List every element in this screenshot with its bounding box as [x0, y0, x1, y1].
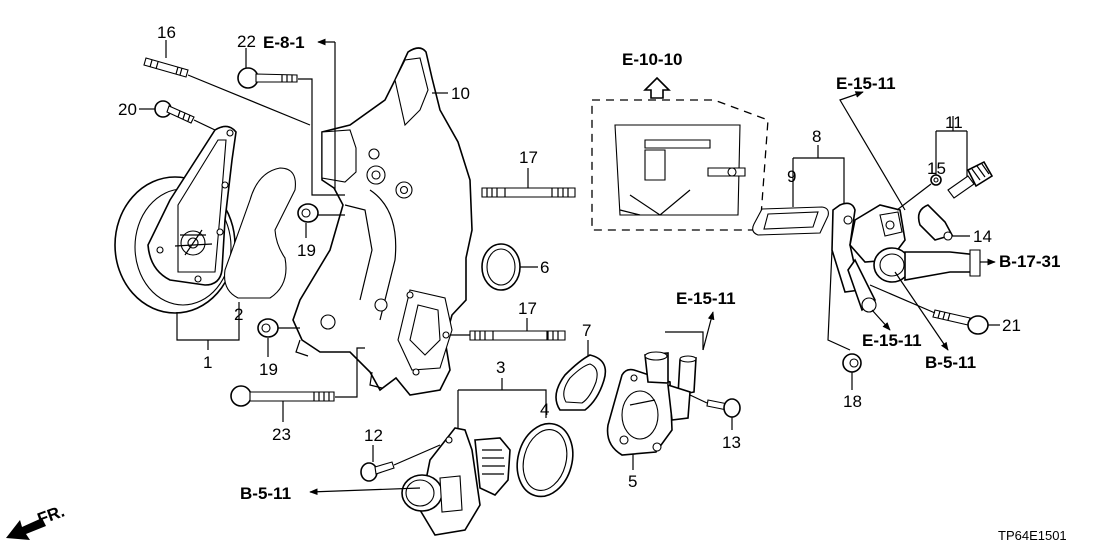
- stud-bolt-part[interactable]: [143, 57, 189, 78]
- o-ring-6-part[interactable]: [481, 243, 521, 291]
- front-indicator-label: FR.: [35, 502, 67, 529]
- reference-e-8-1[interactable]: E-8-1: [263, 33, 305, 52]
- flange-bolt-22-part[interactable]: [237, 67, 298, 89]
- stud-17a-part[interactable]: [481, 187, 576, 198]
- part-number-19a[interactable]: 19: [297, 241, 316, 260]
- part-number-16[interactable]: 16: [157, 23, 176, 42]
- gasket-7-part[interactable]: [555, 354, 607, 411]
- pump-bracket-part[interactable]: [292, 47, 473, 396]
- part-number-20[interactable]: 20: [118, 100, 137, 119]
- part-number-15[interactable]: 15: [927, 159, 946, 178]
- part-number-1[interactable]: 1: [203, 353, 212, 372]
- part-number-18[interactable]: 18: [843, 392, 862, 411]
- flange-bolt-20-part[interactable]: [154, 100, 195, 124]
- thermostat-housing-5-part[interactable]: [606, 351, 697, 456]
- part-number-23[interactable]: 23: [272, 425, 291, 444]
- o-ring-4-part[interactable]: [509, 417, 580, 502]
- reference-e-15-11-right[interactable]: E-15-11: [862, 331, 922, 350]
- flange-bolt-21-part[interactable]: [932, 309, 989, 335]
- front-direction-arrow-icon: [6, 518, 46, 540]
- part-number-5[interactable]: 5: [628, 472, 637, 491]
- reference-b-17-31[interactable]: B-17-31: [999, 252, 1060, 271]
- flange-nut-19b-part[interactable]: [257, 318, 279, 338]
- flange-nut-19a-part[interactable]: [297, 203, 319, 223]
- diagram-code: TP64E1501: [998, 528, 1067, 543]
- reference-e-15-11-top[interactable]: E-15-11: [836, 74, 896, 93]
- part-number-10[interactable]: 10: [451, 84, 470, 103]
- reference-e-10-10[interactable]: E-10-10: [622, 50, 682, 69]
- part-number-22[interactable]: 22: [237, 32, 256, 51]
- part-number-2[interactable]: 2: [234, 305, 243, 324]
- part-number-21[interactable]: 21: [1002, 316, 1021, 335]
- water-outlet-housing-8-part[interactable]: [831, 202, 981, 313]
- part-number-4[interactable]: 4: [540, 400, 549, 419]
- part-number-3[interactable]: 3: [496, 358, 505, 377]
- flange-bolt-12-part[interactable]: [360, 461, 395, 482]
- part-number-7[interactable]: 7: [582, 321, 591, 340]
- reference-b-5-11-left[interactable]: B-5-11: [240, 484, 291, 503]
- engine-block-reference-view: [591, 99, 769, 231]
- thermostat-3-part[interactable]: [401, 427, 511, 536]
- part-number-13[interactable]: 13: [722, 433, 741, 452]
- part-number-17b[interactable]: 17: [518, 299, 537, 318]
- part-number-8[interactable]: 8: [812, 127, 821, 146]
- part-number-6[interactable]: 6: [540, 258, 549, 277]
- temperature-sensor-11-part[interactable]: [947, 160, 994, 199]
- plug-14-part[interactable]: [917, 204, 954, 241]
- stud-17b-part[interactable]: [469, 330, 566, 341]
- flange-nut-18-part[interactable]: [842, 353, 862, 373]
- part-number-14[interactable]: 14: [973, 227, 992, 246]
- long-bolt-23-part[interactable]: [230, 385, 335, 407]
- flange-bolt-13-part[interactable]: [706, 398, 741, 418]
- part-number-19b[interactable]: 19: [259, 360, 278, 379]
- part-number-11[interactable]: 11: [945, 113, 963, 132]
- water-pump-part[interactable]: [114, 125, 237, 314]
- part-number-12[interactable]: 12: [364, 426, 383, 445]
- up-arrow-icon: [643, 76, 671, 99]
- part-number-17a[interactable]: 17: [519, 148, 538, 167]
- reference-b-5-11-right[interactable]: B-5-11: [925, 353, 976, 372]
- part-number-9[interactable]: 9: [787, 167, 796, 186]
- reference-e-15-11-mid[interactable]: E-15-11: [676, 289, 736, 308]
- pump-gasket-part[interactable]: [223, 167, 296, 299]
- washer-15-part[interactable]: [930, 174, 942, 186]
